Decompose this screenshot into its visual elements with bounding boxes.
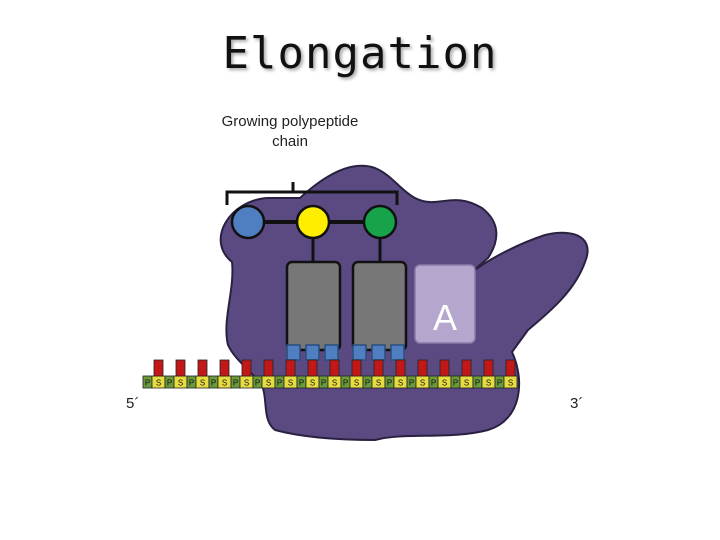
phosphate-letter: P xyxy=(321,379,326,388)
sugar-letter: S xyxy=(200,379,205,388)
sugar-letter: S xyxy=(442,379,447,388)
nitrogen-base xyxy=(329,359,340,377)
anticodon xyxy=(305,344,320,361)
nitrogen-base xyxy=(263,359,274,377)
sugar-letter: S xyxy=(244,379,249,388)
five-prime-label: 5´ xyxy=(126,395,140,412)
amino-acid-blue xyxy=(230,204,266,240)
nitrogen-base xyxy=(439,359,450,377)
sugar-letter: S xyxy=(354,379,359,388)
phosphate-letter: P xyxy=(255,379,260,388)
a-site-label: A xyxy=(433,297,457,338)
phosphate-letter: P xyxy=(233,379,238,388)
nitrogen-base xyxy=(373,359,384,377)
nitrogen-base xyxy=(417,359,428,377)
page-title: Elongation xyxy=(222,28,498,79)
phosphate-letter: P xyxy=(145,379,150,388)
nitrogen-base xyxy=(175,359,186,377)
sugar-letter: S xyxy=(332,379,337,388)
phosphate-letter: P xyxy=(277,379,282,388)
phosphate-letter: P xyxy=(431,379,436,388)
phosphate-letter: P xyxy=(453,379,458,388)
nitrogen-base xyxy=(241,359,252,377)
sugar-letter: S xyxy=(222,379,227,388)
amino-acid-yellow xyxy=(295,204,331,240)
trna-p-site xyxy=(285,260,342,352)
phosphate-letter: P xyxy=(365,379,370,388)
phosphate-letter: P xyxy=(475,379,480,388)
sugar-letter: S xyxy=(178,379,183,388)
nitrogen-base xyxy=(395,359,406,377)
sugar-letter: S xyxy=(398,379,403,388)
anticodon xyxy=(390,344,405,361)
anticodon xyxy=(371,344,386,361)
amino-acid-green xyxy=(362,204,398,240)
phosphate-letter: P xyxy=(167,379,172,388)
sugar-letter: S xyxy=(376,379,381,388)
anticodon xyxy=(352,344,367,361)
sugar-letter: S xyxy=(508,379,513,388)
nitrogen-base xyxy=(461,359,472,377)
phosphate-letter: P xyxy=(409,379,414,388)
phosphate-letter: P xyxy=(299,379,304,388)
nitrogen-base xyxy=(285,359,296,377)
nitrogen-base xyxy=(197,359,208,377)
trna-a-site-bound xyxy=(351,260,408,352)
sugar-letter: S xyxy=(288,379,293,388)
sugar-letter: S xyxy=(464,379,469,388)
polypeptide-bracket xyxy=(225,182,399,205)
nitrogen-base xyxy=(307,359,318,377)
phosphate-letter: P xyxy=(343,379,348,388)
nitrogen-base xyxy=(505,359,516,377)
nitrogen-base xyxy=(483,359,494,377)
anticodon xyxy=(286,344,301,361)
sugar-letter: S xyxy=(486,379,491,388)
three-prime-label: 3´ xyxy=(570,395,584,412)
phosphate-letter: P xyxy=(211,379,216,388)
sugar-letter: S xyxy=(266,379,271,388)
a-site xyxy=(414,264,476,344)
anticodon xyxy=(324,344,339,361)
phosphate-letter: P xyxy=(387,379,392,388)
sugar-letter: S xyxy=(310,379,315,388)
sugar-letter: S xyxy=(420,379,425,388)
polypeptide-label: Growing polypeptide chain xyxy=(221,113,359,150)
phosphate-letter: P xyxy=(497,379,502,388)
nitrogen-base xyxy=(219,359,230,377)
nitrogen-base xyxy=(351,359,362,377)
sugar-letter: S xyxy=(156,379,161,388)
phosphate-letter: P xyxy=(189,379,194,388)
nitrogen-base xyxy=(153,359,164,377)
anticodon-group xyxy=(286,344,405,361)
